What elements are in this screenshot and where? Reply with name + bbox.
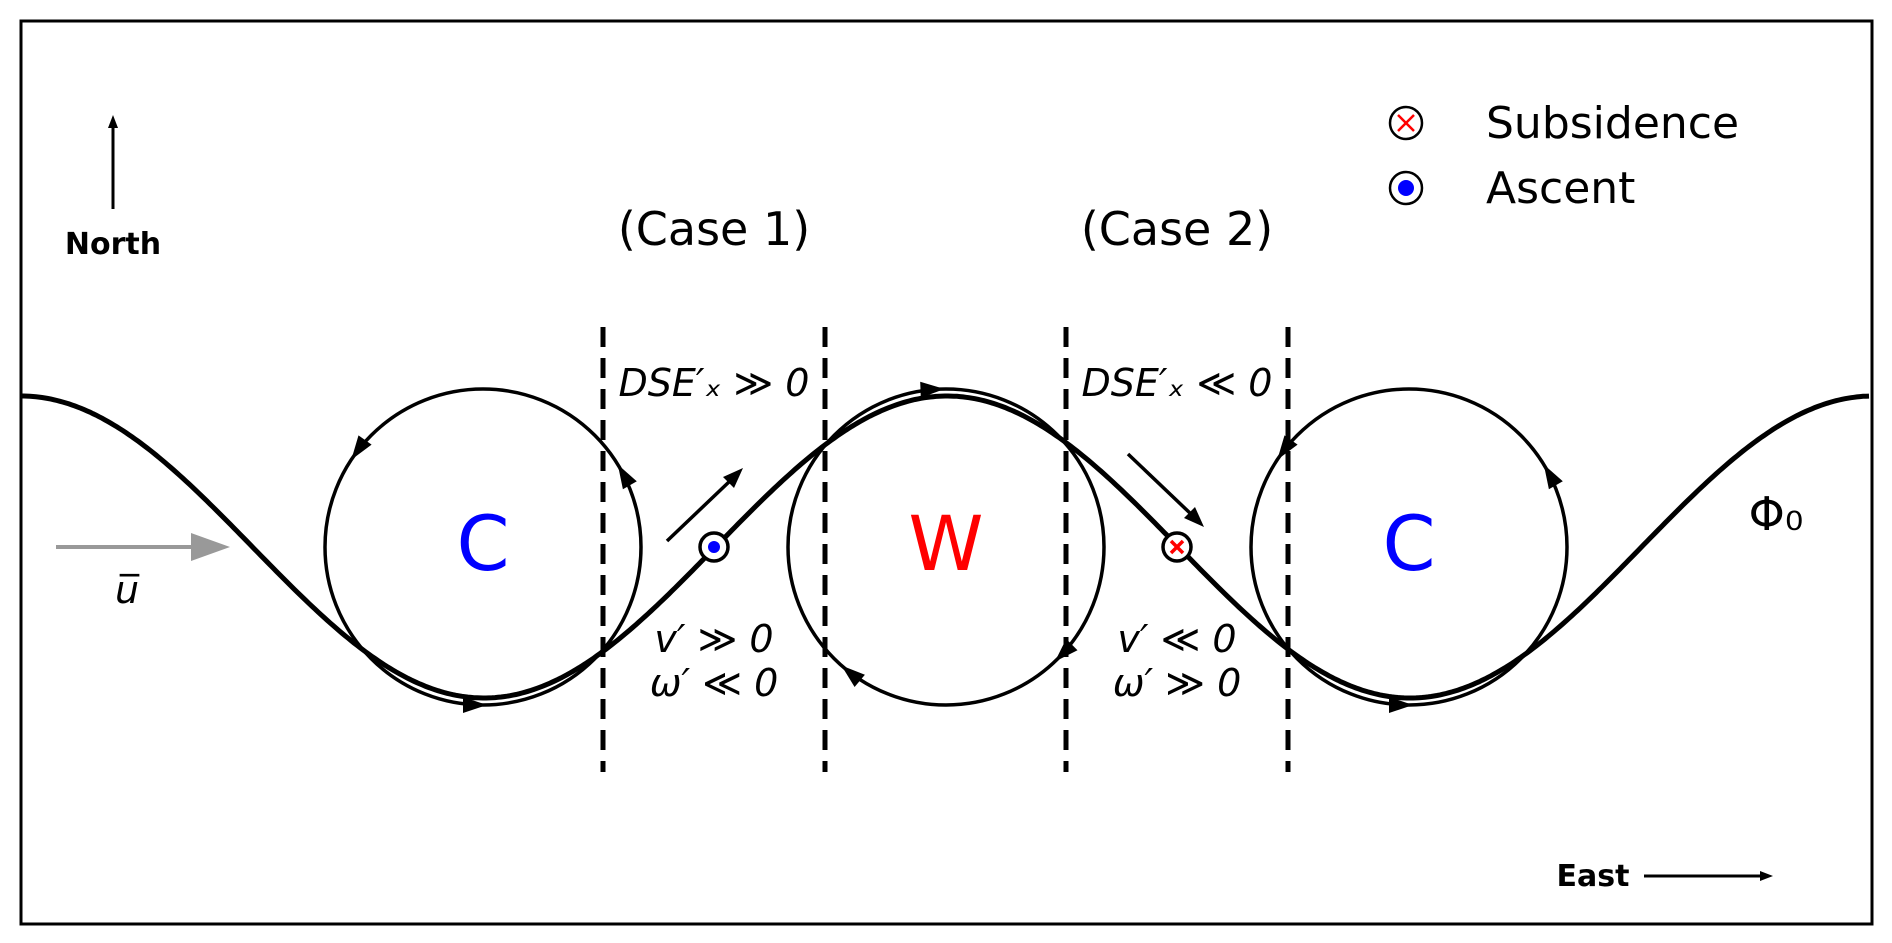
geopotential-label: Φ₀ [1749, 487, 1804, 541]
case1-omega-label: ω′ ≪ 0 [650, 661, 779, 705]
subsidence-marker-icon [1161, 531, 1193, 563]
east-arrow-icon [1644, 871, 1773, 881]
case1-v-label: v′ ≫ 0 [654, 617, 773, 661]
circulation-arrowhead-icon [463, 697, 487, 713]
warm-center: W [908, 499, 983, 588]
east-label: East [1557, 859, 1630, 894]
circulation-arrowhead-icon [841, 665, 865, 687]
case2-v-label: v′ ≪ 0 [1117, 617, 1236, 661]
case-boundaries [600, 327, 1291, 772]
subsidence-symbol-icon [1388, 105, 1424, 141]
circulation-arrowheads [351, 381, 1563, 713]
mean-flow-label: u̅ [115, 568, 140, 612]
plot-frame [19, 19, 1874, 926]
circulation-arrowhead-icon [617, 464, 637, 490]
case1-dse-label: DSE′ₓ ≫ 0 [618, 361, 809, 405]
circulation-arrowhead-icon [920, 381, 945, 398]
cold-center-west: C [456, 499, 509, 588]
legend-ascent-label: Ascent [1486, 163, 1635, 214]
southward-flow-arrow-icon [1126, 452, 1204, 527]
circulation-arrowhead-icon [1277, 435, 1298, 460]
north-label: North [65, 227, 161, 262]
case1-title: (Case 1) [618, 202, 810, 256]
circulation-arrowhead-icon [351, 435, 372, 460]
anticyclone-circle [786, 387, 1106, 707]
case2-omega-label: ω′ ≫ 0 [1113, 661, 1242, 705]
ascent-marker-icon [698, 531, 730, 563]
circulation-arrowhead-icon [1543, 464, 1563, 490]
circulation-arrowhead-icon [1389, 697, 1413, 713]
case2-dse-label: DSE′ₓ ≪ 0 [1081, 361, 1272, 405]
north-arrow-icon [108, 115, 118, 209]
legend-subsidence-label: Subsidence [1486, 98, 1739, 149]
ascent-symbol-icon [1388, 170, 1424, 206]
cold-center-east: C [1382, 499, 1435, 588]
geopotential-wave [21, 393, 1870, 701]
mean-flow-arrow-icon [56, 533, 230, 561]
northward-flow-arrow-icon [665, 468, 743, 543]
case2-title: (Case 2) [1081, 202, 1273, 256]
